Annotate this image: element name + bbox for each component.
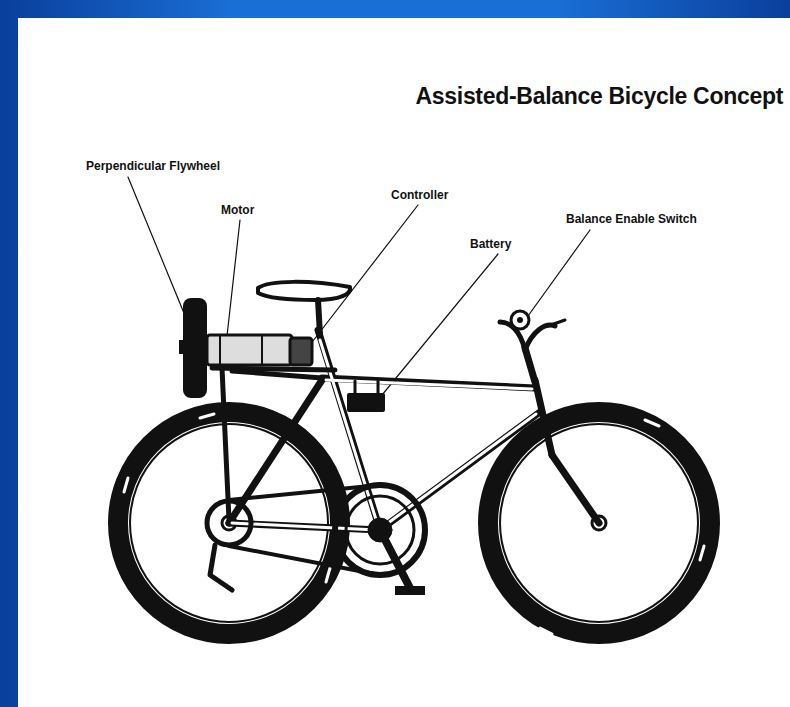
balance-switch bbox=[511, 311, 529, 329]
handlebar bbox=[500, 311, 565, 382]
title: Assisted-Balance Bicycle Concept bbox=[416, 84, 784, 109]
controller bbox=[290, 338, 312, 365]
flywheel bbox=[179, 298, 207, 398]
front-wheel bbox=[488, 412, 710, 634]
battery bbox=[347, 381, 385, 412]
callout-label: Controller bbox=[391, 189, 448, 202]
motor bbox=[207, 335, 292, 365]
callout-label: Battery bbox=[470, 238, 511, 251]
drivetrain bbox=[207, 485, 425, 595]
saddle bbox=[258, 282, 350, 335]
callout-label: Motor bbox=[221, 204, 254, 217]
callout-label: Perpendicular Flywheel bbox=[86, 160, 220, 173]
tire-marks bbox=[124, 414, 704, 634]
callout-label: Balance Enable Switch bbox=[566, 213, 697, 226]
